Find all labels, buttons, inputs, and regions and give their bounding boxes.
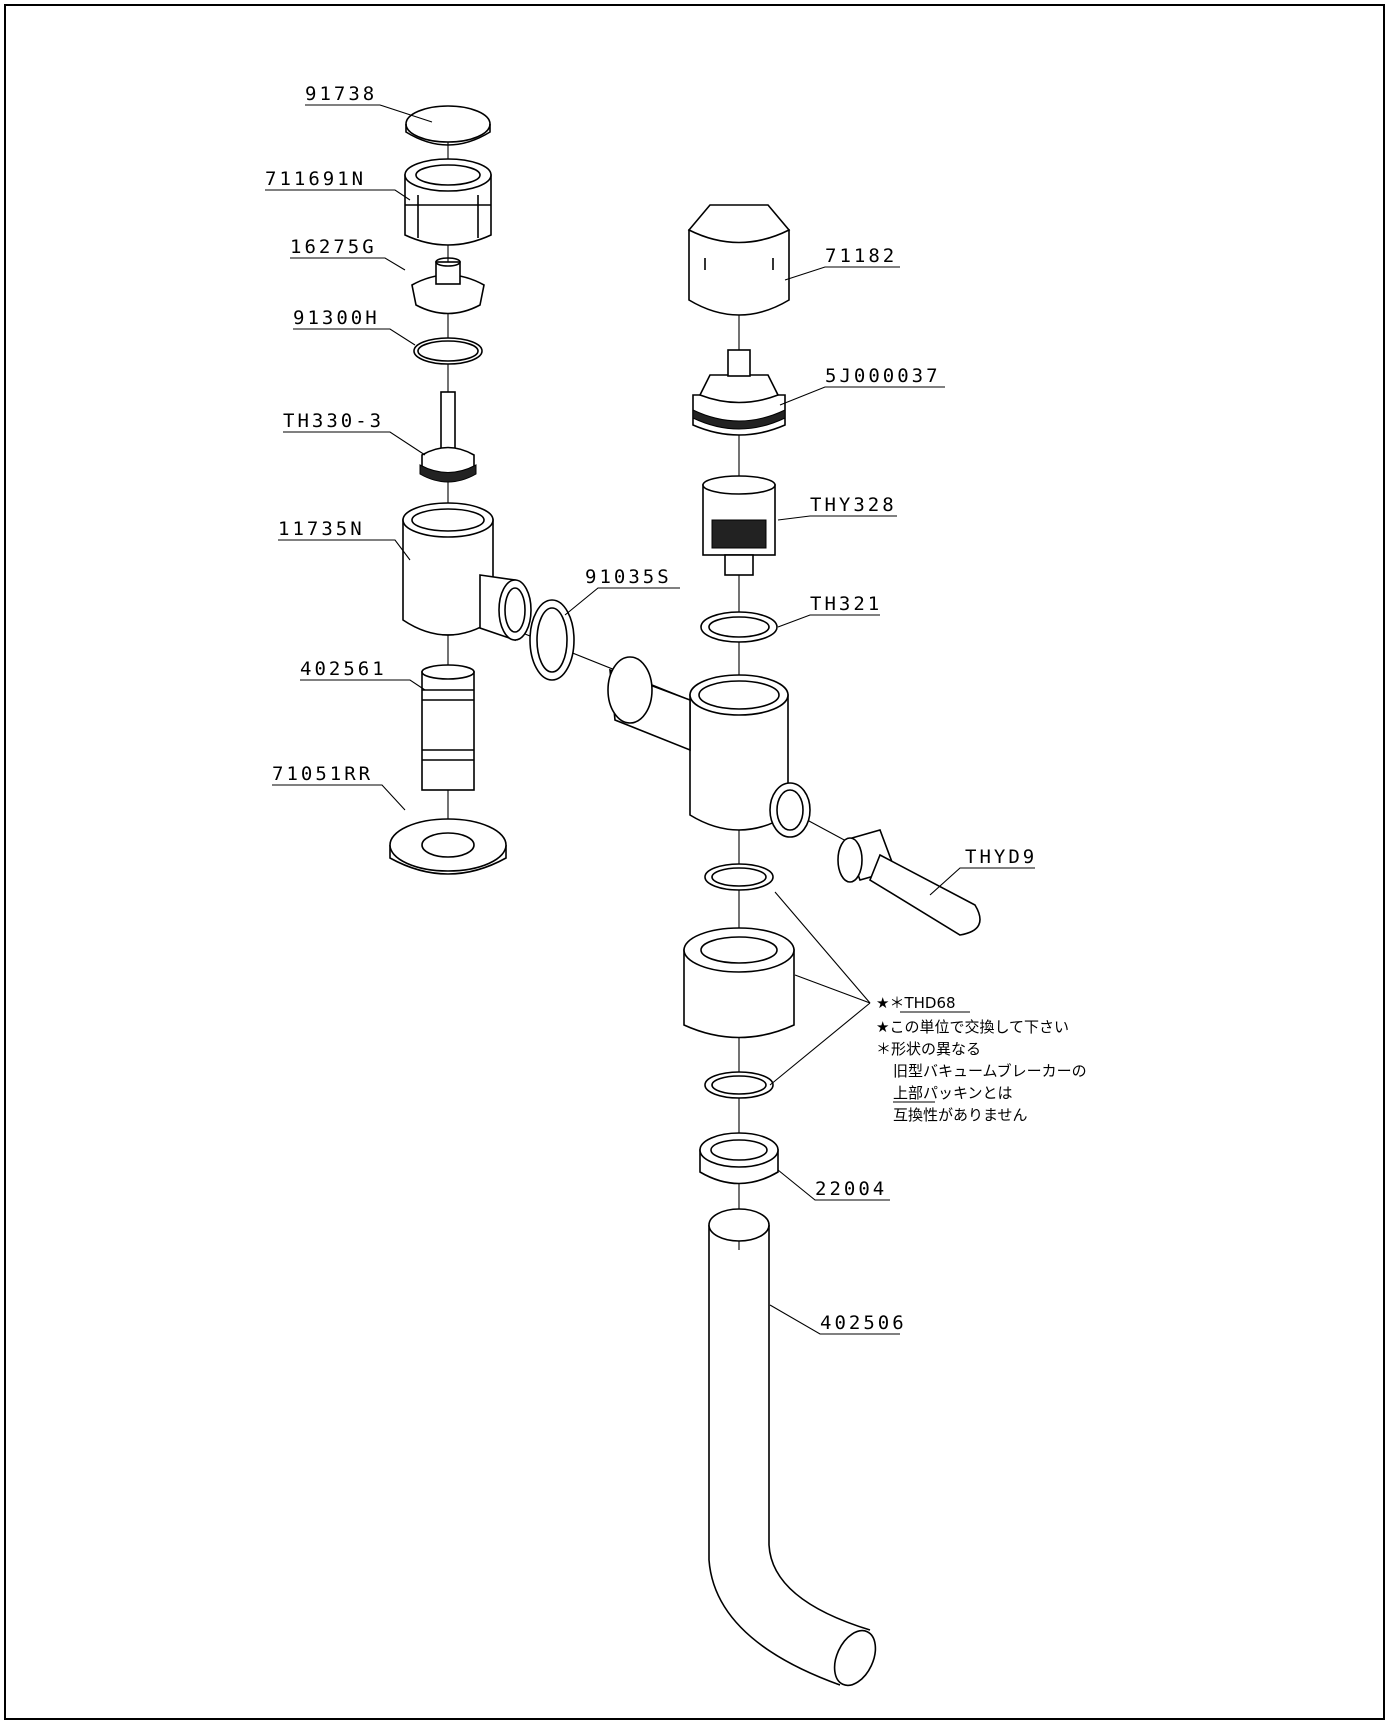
part-5J000037 — [692, 349, 786, 436]
cap-71182 — [687, 204, 791, 316]
label-91738: 91738 — [305, 83, 377, 105]
cap-91738 — [405, 105, 491, 146]
gasket-91035S — [529, 599, 575, 681]
note-line-4: 上部パッキンとは — [893, 1084, 1013, 1102]
oring-91300H — [413, 337, 483, 365]
handle-THYD9 — [837, 829, 981, 936]
part-THY328 — [702, 475, 776, 576]
body-11735N — [402, 502, 532, 642]
label-22004: 22004 — [815, 1178, 887, 1200]
drawing-frame — [4, 4, 1385, 1720]
label-71182: 71182 — [825, 245, 897, 267]
main-body — [607, 656, 811, 838]
note-line-1: ★この単位で交換して下さい — [876, 1018, 1069, 1036]
spindle-TH330-3 — [419, 391, 477, 483]
vacuum-breaker-THD68 — [683, 927, 795, 1039]
replacement-note: ★＊THD68 ★この単位で交換して下さい ＊形状の異なる 旧型バキュームブレー… — [876, 994, 1087, 1124]
label-711691N: 711691N — [265, 168, 366, 190]
label-91035S: 91035S — [585, 566, 672, 588]
label-THY328: THY328 — [810, 494, 897, 516]
label-402506: 402506 — [820, 1312, 907, 1334]
nipple-402561 — [421, 664, 475, 791]
note-line-2: ＊形状の異なる — [876, 1040, 981, 1058]
label-TH321: TH321 — [810, 593, 882, 615]
label-THYD9: THYD9 — [965, 846, 1037, 868]
nut-711691N — [404, 158, 492, 246]
label-71051RR: 71051RR — [272, 763, 373, 785]
ring-TH321 — [700, 611, 778, 643]
part-16275G — [411, 257, 485, 315]
ring-lower-packing — [704, 1071, 774, 1099]
label-11735N: 11735N — [278, 518, 365, 540]
note-line-3: 旧型バキュームブレーカーの — [893, 1062, 1087, 1080]
pipe-402506 — [708, 1208, 877, 1687]
note-line-5: 互換性がありません — [893, 1106, 1028, 1124]
label-402561: 402561 — [300, 658, 387, 680]
part-labels: 91738 711691N 16275G 91300H TH330-3 1173… — [265, 83, 1037, 1335]
label-5J000037: 5J000037 — [825, 365, 941, 387]
escutcheon-71051RR — [389, 818, 507, 875]
note-code: ★＊THD68 — [876, 994, 956, 1012]
label-91300H: 91300H — [293, 307, 380, 329]
label-TH330-3: TH330-3 — [283, 410, 384, 432]
label-16275G: 16275G — [290, 236, 377, 258]
nut-22004 — [699, 1132, 779, 1185]
ring-upper-packing — [704, 863, 774, 891]
